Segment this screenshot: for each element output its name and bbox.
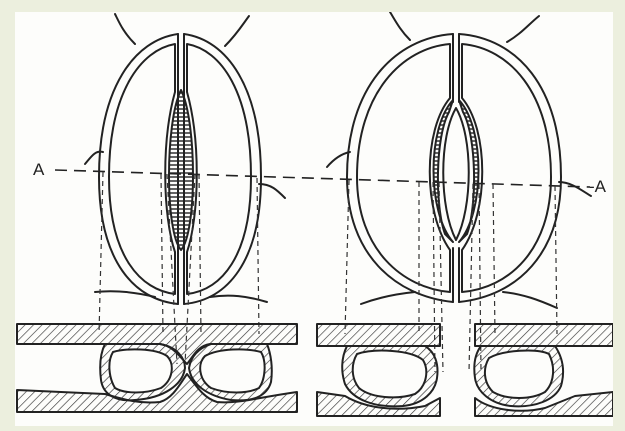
section-label-left: A bbox=[33, 160, 45, 179]
open-stoma-cross-section bbox=[317, 324, 613, 416]
figure-frame: A -A bbox=[15, 12, 613, 426]
stomata-diagram: A -A bbox=[15, 12, 613, 426]
closed-stoma-cross-section bbox=[17, 324, 297, 412]
section-label-right: -A bbox=[589, 177, 607, 196]
closed-right-guard-cell-inner bbox=[187, 44, 251, 294]
section-line: A -A bbox=[33, 160, 607, 196]
open-pore bbox=[443, 108, 469, 240]
closed-pore-hatched bbox=[169, 90, 193, 250]
closed-right-guard-cell-outer bbox=[184, 34, 261, 304]
closed-stoma-top-view bbox=[85, 14, 285, 304]
open-stoma-top-view bbox=[327, 12, 591, 308]
